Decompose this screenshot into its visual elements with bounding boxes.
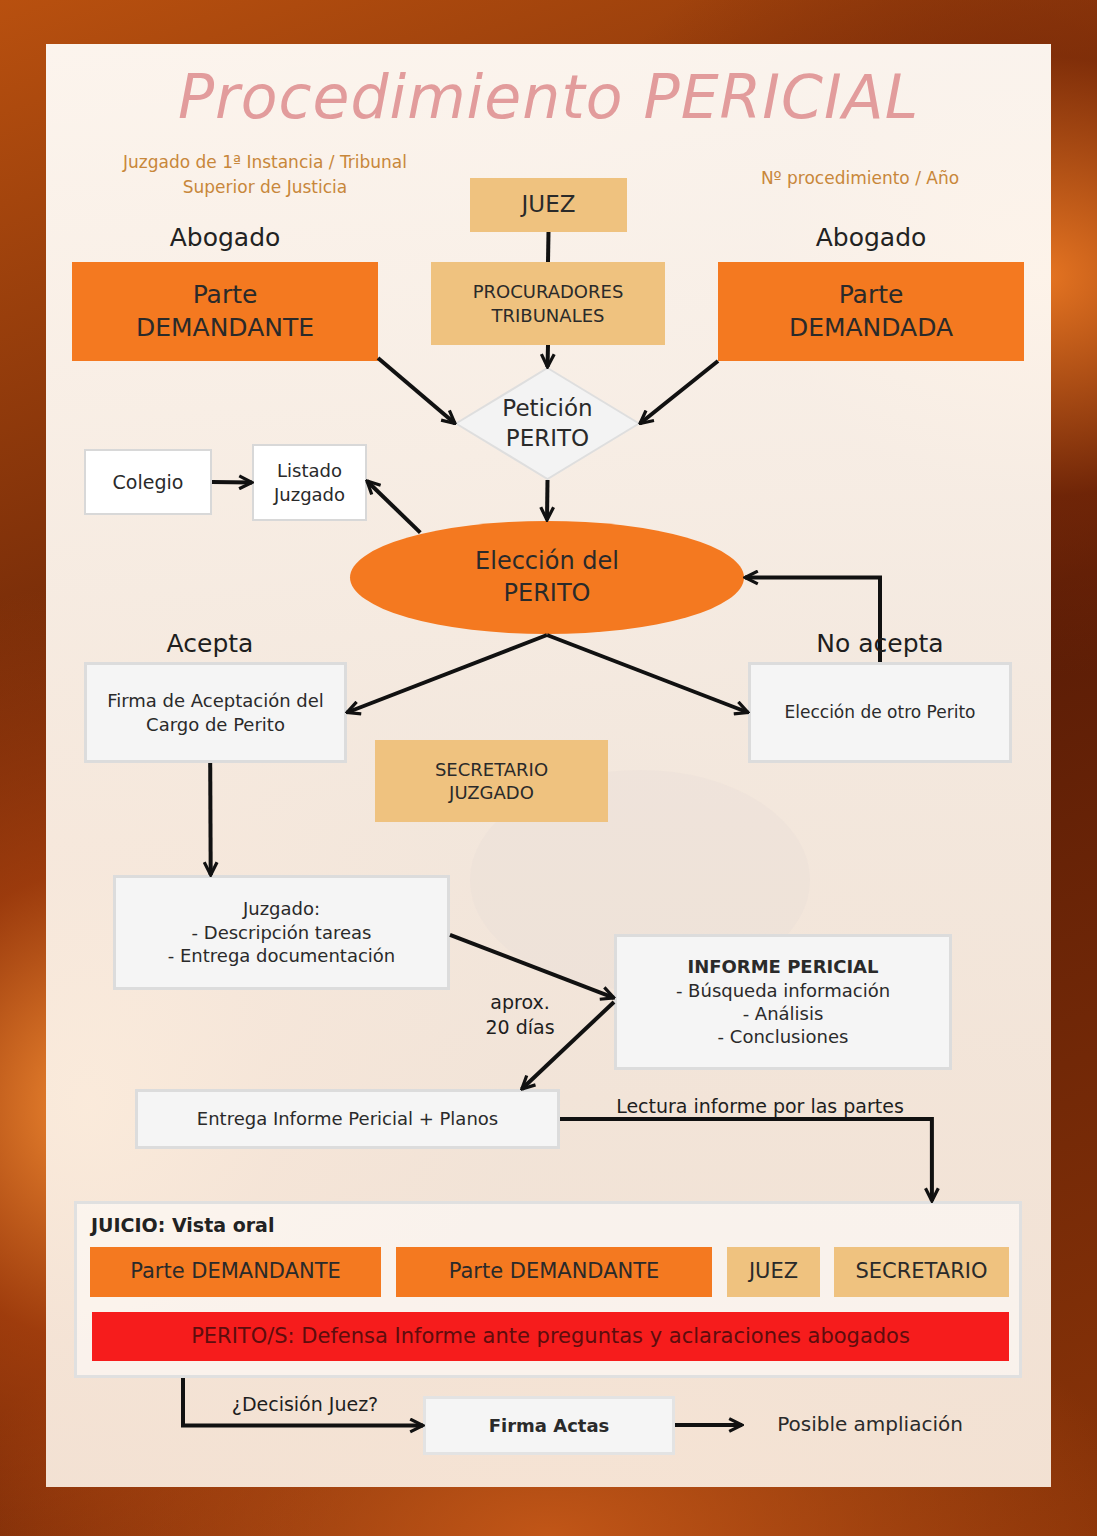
connector-arrow [522, 1002, 614, 1089]
connector-arrow [546, 232, 551, 262]
node-text: Colegio [113, 470, 184, 495]
diamond-outline [455, 367, 640, 480]
node-text: Petición PERITO [480, 394, 615, 454]
edge-label: ¿Decisión Juez? [205, 1392, 405, 1417]
edge-label: Lectura informe por las partes [580, 1094, 940, 1119]
party-box: Parte DEMANDANTE [396, 1247, 712, 1297]
node-text: Listado Juzgado [260, 459, 359, 506]
node-text: Parte DEMANDADA [768, 279, 974, 344]
node-text: Entrega Informe Pericial + Planos [197, 1107, 498, 1130]
role-heading: Abogado [52, 222, 398, 255]
edge-label: No acepta [790, 628, 970, 661]
actor-box: SECRETARIO [834, 1247, 1009, 1297]
node-text: SECRETARIO JUZGADO [405, 758, 578, 805]
connector-arrow [546, 345, 551, 367]
connector-arrow [640, 361, 718, 424]
node-text: - Análisis [743, 1002, 824, 1025]
edge-label: aprox. 20 días [480, 990, 560, 1039]
connector-arrow [367, 481, 420, 533]
decision-diamond: Petición PERITO [455, 367, 640, 480]
node-text: - Búsqueda información [676, 979, 890, 1002]
process-box: Firma de Aceptación del Cargo de Perito [84, 662, 347, 763]
ellipse-outline [349, 520, 745, 635]
edge-label: Acepta [140, 628, 280, 661]
node-text: Parte DEMANDANTE [130, 1258, 341, 1285]
node-text: Parte DEMANDANTE [449, 1258, 660, 1285]
connector-arrow [347, 635, 547, 713]
trial-panel: JUICIO: Vista oralParte DEMANDANTE Parte … [74, 1201, 1022, 1378]
case-number-label: Nº procedimiento / Año [725, 166, 995, 191]
party-box: Parte DEMANDANTE [90, 1247, 381, 1297]
process-box: Listado Juzgado [252, 444, 367, 521]
actor-box: SECRETARIO JUZGADO [375, 740, 608, 822]
party-box: AbogadoParte DEMANDANTE [72, 262, 378, 361]
connector-arrow [545, 480, 550, 520]
node-text: - Entrega documentación [168, 944, 395, 967]
connector-arrow [183, 1378, 423, 1426]
node-text: PROCURADORES TRIBUNALES [445, 280, 651, 327]
process-box: INFORME PERICIAL- Búsqueda información- … [614, 934, 952, 1070]
node-text: INFORME PERICIAL [687, 955, 878, 978]
connector-arrow [212, 480, 252, 485]
node-text: Elección del PERITO [449, 546, 645, 608]
process-box: Entrega Informe Pericial + Planos [135, 1089, 560, 1149]
node-text: Juzgado: [243, 897, 320, 920]
process-box: Firma Actas [423, 1396, 675, 1455]
party-box: AbogadoParte DEMANDADA [718, 262, 1024, 361]
outcome-label: Posible ampliación [755, 1410, 985, 1439]
node-text: Firma de Aceptación del Cargo de Perito [97, 689, 334, 736]
node-text: Parte DEMANDANTE [122, 279, 328, 344]
actor-box: PROCURADORES TRIBUNALES [431, 262, 665, 345]
node-text: Firma Actas [489, 1414, 610, 1437]
page-title: Procedimiento PERICIAL [60, 62, 1037, 132]
process-box: Colegio [84, 449, 212, 515]
node-text: - Descripción tareas [192, 921, 372, 944]
connector-arrow [560, 1119, 932, 1201]
judge-box: JUEZ [727, 1247, 820, 1297]
connector-arrow [450, 935, 614, 998]
node-text: - Conclusiones [718, 1025, 849, 1048]
judge-box: JUEZ [470, 178, 627, 232]
connector-arrow [547, 635, 748, 713]
diamond-shape [456, 368, 639, 479]
arrow-line [672, 1423, 742, 1427]
node-text: Elección de otro Perito [785, 701, 976, 723]
panel-heading: JUICIO: Vista oral [91, 1213, 274, 1238]
process-box: Juzgado:- Descripción tareas- Entrega do… [113, 875, 450, 990]
process-box: Elección de otro Perito [748, 662, 1012, 763]
node-text: SECRETARIO [856, 1258, 988, 1285]
role-heading: Abogado [698, 222, 1044, 255]
connector-arrow [378, 358, 455, 424]
node-text: PERITO/S: Defensa Informe ante preguntas… [191, 1323, 910, 1350]
expert-band: PERITO/S: Defensa Informe ante preguntas… [92, 1312, 1009, 1361]
node-text: JUEZ [522, 190, 576, 220]
court-label: Juzgado de 1ª Instancia / Tribunal Super… [110, 150, 420, 199]
connector-arrow [208, 763, 213, 875]
ellipse-shape [350, 521, 744, 634]
node-text: JUEZ [749, 1258, 798, 1285]
process-ellipse: Elección del PERITO [349, 520, 745, 635]
